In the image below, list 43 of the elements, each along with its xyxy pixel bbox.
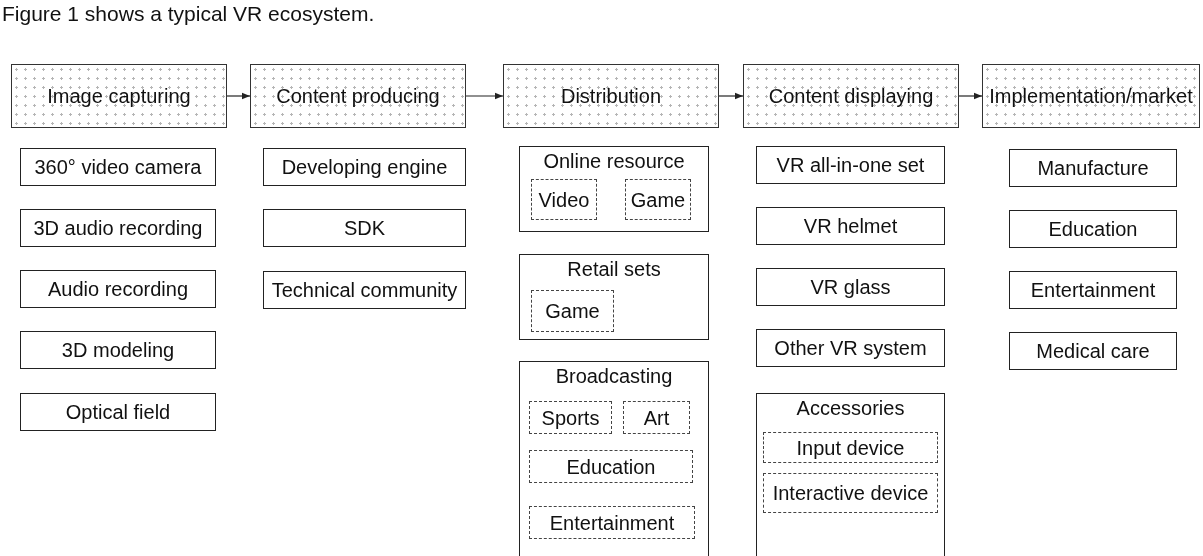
group-panel	[519, 361, 709, 556]
sub-item-box: Sports	[529, 401, 612, 434]
item-box: Audio recording	[20, 270, 216, 308]
item-box: VR glass	[756, 268, 945, 306]
item-box: VR all-in-one set	[756, 146, 945, 184]
group-panel	[519, 146, 709, 232]
panel-heading: Online resource	[542, 149, 686, 173]
panel-heading: Retail sets	[566, 257, 662, 281]
item-box: Other VR system	[756, 329, 945, 367]
sub-item-box: Interactive device	[763, 473, 938, 513]
arrow	[226, 92, 251, 100]
sub-item-box: Art	[623, 401, 690, 434]
sub-item-box: Video	[531, 179, 597, 220]
item-box: 360° video camera	[20, 148, 216, 186]
title-text: Figure 1 shows a typical VR ecosystem.	[2, 2, 375, 26]
stage-box: Distribution	[503, 64, 719, 128]
stage-box: Image capturing	[11, 64, 227, 128]
sub-item-box: Game	[625, 179, 691, 220]
sub-item-box: Input device	[763, 432, 938, 463]
group-panel	[756, 393, 945, 556]
sub-item-box: Game	[531, 290, 614, 332]
item-box: Optical field	[20, 393, 216, 431]
sub-item-box: Education	[529, 450, 693, 483]
item-box: Education	[1009, 210, 1177, 248]
item-box: Technical community	[263, 271, 466, 309]
item-box: 3D audio recording	[20, 209, 216, 247]
arrow	[718, 92, 744, 100]
panel-heading: Accessories	[795, 396, 906, 420]
stage-box: Content producing	[250, 64, 466, 128]
item-box: Medical care	[1009, 332, 1177, 370]
arrow	[465, 92, 504, 100]
sub-item-box: Entertainment	[529, 506, 695, 539]
panel-heading: Broadcasting	[554, 364, 674, 388]
group-panel	[519, 254, 709, 340]
item-box: Developing engine	[263, 148, 466, 186]
item-box: 3D modeling	[20, 331, 216, 369]
arrow	[958, 92, 983, 100]
stage-box: Content displaying	[743, 64, 959, 128]
item-box: Entertainment	[1009, 271, 1177, 309]
stage-box: Implementation/market	[982, 64, 1200, 128]
item-box: SDK	[263, 209, 466, 247]
item-box: VR helmet	[756, 207, 945, 245]
item-box: Manufacture	[1009, 149, 1177, 187]
